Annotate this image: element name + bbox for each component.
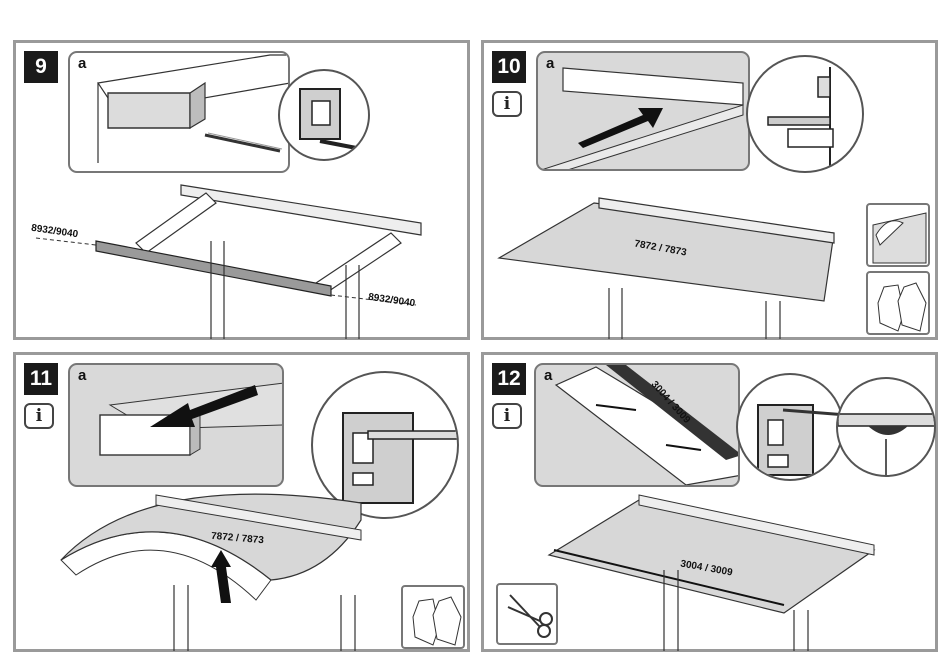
film-peel-icon <box>866 203 930 267</box>
scissors-icon <box>496 583 558 645</box>
gloves-icon <box>401 585 465 649</box>
step-9-panel: 9 a 8932/9040 8932/9040 <box>13 40 470 340</box>
step-10-panel: 10 i a 7872 / 7873 <box>481 40 938 340</box>
gloves-icon <box>866 271 930 335</box>
step-11-panel: 11 i a 7872 / 7873 <box>13 352 470 652</box>
step-12-panel: 12 i a 3004 / 3009 3004 <box>481 352 938 652</box>
